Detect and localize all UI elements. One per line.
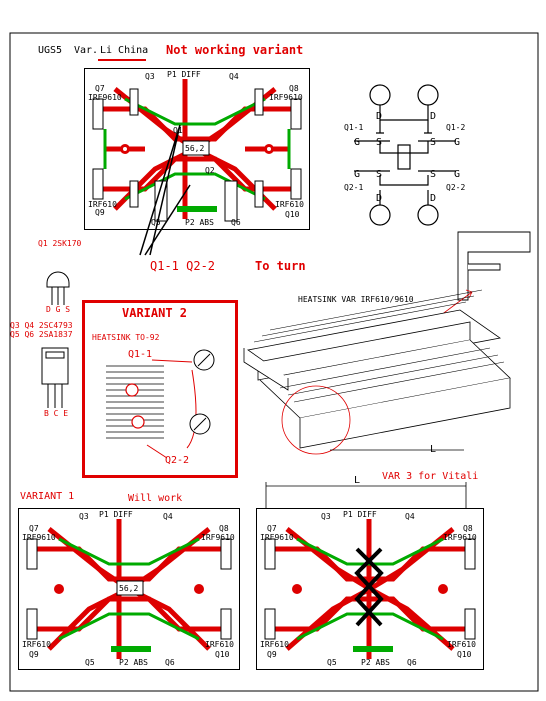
var-name: Li China (100, 45, 149, 56)
sch-q2-2: Q2-2 (446, 183, 466, 192)
variant2-title: VARIANT 2 (122, 306, 188, 320)
sch-s1: S (376, 137, 383, 148)
variant1-title: VARIANT 1 (20, 491, 75, 502)
pcb-v1-irf9610-left: IRF9610 (22, 533, 56, 542)
var-name-underline (98, 59, 146, 61)
q5q6-type: Q5 Q6 2SA1837 (10, 330, 73, 339)
pcb-top-traces (92, 79, 302, 222)
pcb-top-irf610-right: IRF610 (275, 200, 304, 209)
pcb-top-q3: Q3 (145, 72, 155, 81)
pcb-v3-irf9610-right: IRF9610 (443, 533, 477, 542)
pcb-v3-p2abs: P2 ABS (361, 658, 390, 667)
q3q4-type: Q3 Q4 2SC4793 (10, 321, 73, 330)
sch-g4: G (454, 169, 461, 180)
pcb-v1-irf610-right: IRF610 (205, 640, 234, 649)
pcb-v1-q9: Q9 (29, 650, 39, 659)
sch-d3: D (376, 193, 383, 204)
pcb-v1-irf610-left: IRF610 (22, 640, 51, 649)
pcb-var3: P1 DIFF P2 ABS IRF9610 IRF9610 IRF610 IR… (256, 508, 484, 670)
variant2-box (82, 300, 238, 478)
bce-pins: B C E (44, 409, 69, 418)
pcb-top-q9: Q9 (95, 208, 105, 217)
variant1-will-work: Will work (128, 493, 183, 504)
pcb-v1-q10: Q10 (215, 650, 230, 659)
var3-dim-l: L (354, 475, 361, 486)
pcb-pointer-lines (139, 124, 191, 256)
pcb-v1-q3: Q3 (79, 512, 89, 521)
pcb-v1-p1diff: P1 DIFF (99, 510, 133, 519)
pcb-v3-q8: Q8 (463, 524, 473, 533)
pcb-top-q4: Q4 (229, 72, 239, 81)
to92-icon (46, 271, 70, 305)
pcb-v1-res: 56,2 (119, 584, 139, 593)
pcb-top-q8: Q8 (289, 84, 299, 93)
q1-type: Q1 2SK170 (38, 239, 82, 248)
pcb-v1-q8: Q8 (219, 524, 229, 533)
sch-s4: S (430, 169, 437, 180)
outer-border (9, 32, 539, 692)
pcb-v1-irf9610-right: IRF9610 (201, 533, 235, 542)
heatsink-drawing (243, 231, 531, 455)
pcb-v1-q6: Q6 (165, 658, 175, 667)
variant2-q2-2: Q2-2 (165, 455, 190, 466)
pcb-v1-q4: Q4 (163, 512, 173, 521)
sch-g3: G (354, 169, 361, 180)
pcb-variant1-traces (26, 519, 232, 659)
pcb-v1-q5: Q5 (85, 658, 95, 667)
pcb-v3-irf610-left: IRF610 (260, 640, 289, 649)
pcb-v3-p1diff: P1 DIFF (343, 510, 377, 519)
sch-q1-1: Q1-1 (344, 123, 364, 132)
sch-g2: G (454, 137, 461, 148)
fet-schematic (354, 84, 456, 226)
heatsink-dim-l: L (430, 444, 437, 455)
pcb-v3-irf9610-left: IRF9610 (260, 533, 294, 542)
variant2-heatsink: HEATSINK TO-92 (92, 333, 160, 342)
sch-d2: D (430, 111, 437, 122)
pcb-top-irf610-left: IRF610 (88, 200, 117, 209)
pcb-v3-q6: Q6 (407, 658, 417, 667)
pcb-top: P1 DIFF P2 ABS IRF9610 IRF9610 IRF610 IR… (84, 68, 310, 230)
pcb-top-q5: Q5 (151, 218, 161, 227)
sch-d1: D (376, 111, 383, 122)
variant2-q1-1: Q1-1 (128, 349, 153, 360)
pcb-variant1: P1 DIFF P2 ABS IRF9610 IRF9610 IRF610 IR… (18, 508, 240, 670)
pcb-v3-q9: Q9 (267, 650, 277, 659)
pcb-top-p2abs: P2 ABS (185, 218, 214, 227)
sch-g1: G (354, 137, 361, 148)
pcb-v1-q7: Q7 (29, 524, 39, 533)
sch-q2-1: Q2-1 (344, 183, 364, 192)
pcb-v3-q10: Q10 (457, 650, 472, 659)
pcb-v3-q3: Q3 (321, 512, 331, 521)
var3-dimension-lines (265, 482, 467, 510)
pcb-v1-p2abs: P2 ABS (119, 658, 148, 667)
pcb-top-irf9610-right: IRF9610 (269, 93, 303, 102)
sch-s3: S (376, 169, 383, 180)
dgs-pins: D G S (46, 305, 71, 314)
var3-title: VAR 3 for Vitali (382, 471, 479, 482)
variant2-drawing (106, 349, 215, 459)
pcb-top-irf9610-left: IRF9610 (88, 93, 122, 102)
sch-q1-2: Q1-2 (446, 123, 466, 132)
to-turn-label: To turn (255, 259, 306, 273)
var-prefix: Var. (74, 45, 99, 56)
pcb-var3-traces (264, 519, 476, 659)
pcb-v3-q5: Q5 (327, 658, 337, 667)
heatsink-var-label: HEATSINK VAR IRF610/9610 (298, 295, 414, 304)
sch-s2: S (430, 137, 437, 148)
pcb-top-res: 56,2 (185, 144, 205, 153)
pcb-top-q6: Q6 (231, 218, 241, 227)
not-working-title: Not working variant (166, 43, 304, 57)
pcb-v3-irf610-right: IRF610 (447, 640, 476, 649)
pcb-top-q10: Q10 (285, 210, 300, 219)
sch-d4: D (430, 193, 437, 204)
to126-icon (41, 347, 69, 408)
pcb-top-q2: Q2 (205, 166, 215, 175)
q1q2-label: Q1-1 Q2-2 (150, 259, 216, 273)
pcb-v3-q4: Q4 (405, 512, 415, 521)
pcb-v3-q7: Q7 (267, 524, 277, 533)
pcb-top-q7: Q7 (95, 84, 105, 93)
pcb-top-p1diff: P1 DIFF (167, 70, 201, 79)
ugs-label: UGS5 (38, 45, 63, 56)
